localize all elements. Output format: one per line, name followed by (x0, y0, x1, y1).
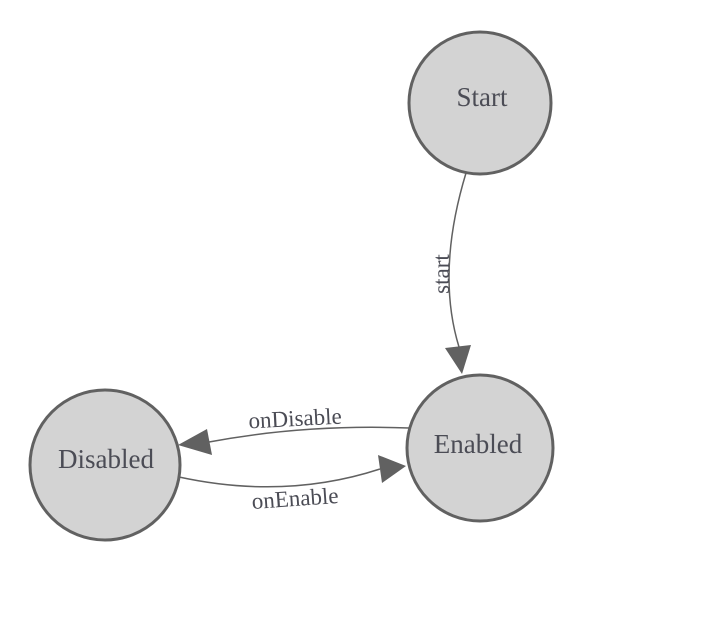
node-start[interactable]: Start (407, 30, 553, 176)
arrowhead-into-disabled (178, 429, 212, 455)
edge-label-start: start (429, 254, 454, 294)
node-enabled-circle[interactable] (405, 373, 555, 523)
edge-start-to-enabled-line (448, 172, 467, 348)
node-disabled-label: Disabled (58, 444, 154, 474)
edge-enabled-to-disabled-line (208, 426, 410, 443)
node-enabled[interactable]: Enabled (405, 373, 555, 523)
edge-start-to-enabled: start (429, 172, 471, 374)
node-start-label: Start (457, 82, 508, 112)
node-enabled-label: Enabled (434, 429, 523, 459)
edge-disabled-to-enabled: onEnable (178, 455, 406, 514)
node-disabled[interactable]: Disabled (28, 388, 182, 542)
node-start-circle[interactable] (407, 30, 553, 176)
edge-label-onenable: onEnable (251, 483, 339, 514)
edge-enabled-to-disabled: onDisable (178, 404, 410, 455)
edge-label-ondisable: onDisable (248, 404, 342, 434)
arrowhead-into-enabled-top (445, 345, 471, 374)
node-disabled-circle[interactable] (28, 388, 182, 542)
edge-disabled-to-enabled-line (178, 468, 381, 488)
arrowhead-into-enabled-left (378, 455, 406, 483)
